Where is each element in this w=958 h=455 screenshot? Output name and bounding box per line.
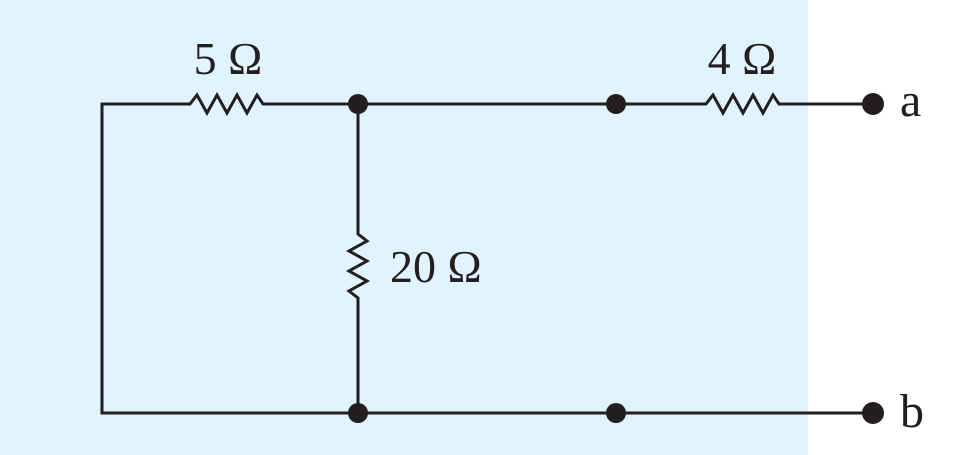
node-bottom-right — [606, 403, 626, 423]
resistor-4-ohm — [700, 91, 786, 117]
resistor-4-ohm-label: 4 Ω — [708, 33, 777, 84]
terminal-a-dot — [862, 93, 884, 115]
terminal-b-label: b — [900, 385, 924, 438]
node-top-middle — [348, 94, 368, 114]
node-top-right — [606, 94, 626, 114]
terminal-b-dot — [862, 402, 884, 424]
wire-left-loop — [100, 102, 360, 415]
node-bottom-middle — [348, 403, 368, 423]
resistor-20-ohm-label: 20 Ω — [390, 241, 482, 292]
terminal-a-label: a — [900, 74, 921, 127]
resistor-5-ohm — [184, 91, 270, 117]
resistor-20-ohm — [345, 228, 371, 304]
resistor-5-ohm-label: 5 Ω — [194, 33, 263, 84]
diagram-panel — [0, 0, 808, 455]
